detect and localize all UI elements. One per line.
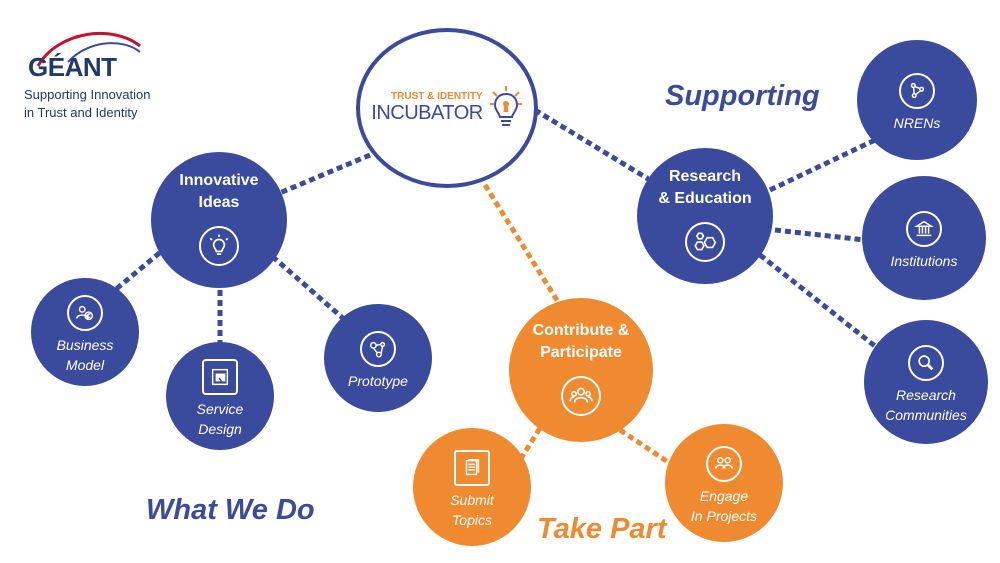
- research-education-label: Research & Education: [658, 168, 752, 207]
- incubator-line1: TRUST & IDENTITY: [391, 91, 483, 102]
- service-design-label: Service Design: [196, 401, 244, 437]
- logo-tagline: Supporting Innovation in Trust and Ident…: [24, 87, 151, 120]
- institutions-label: Institutions: [890, 253, 958, 269]
- nrens-node[interactable]: NRENs: [857, 40, 977, 160]
- design-icon: [202, 359, 238, 395]
- incubator-line2: INCUBATOR: [371, 102, 483, 124]
- submit-topics-label: Submit Topics: [450, 492, 494, 528]
- business-model-label: Business Model: [56, 337, 114, 373]
- link-center-research: [533, 107, 652, 183]
- link-contribute-submit: [517, 418, 548, 462]
- link-research-institutions: [774, 227, 866, 243]
- group-icon: [561, 376, 601, 416]
- prototype-label: Prototype: [348, 373, 408, 389]
- research-communities-label: Research Communities: [885, 387, 967, 423]
- research-education-node[interactable]: Research & Education: [637, 148, 773, 284]
- magnifier-icon: [908, 345, 944, 381]
- link-center-contribute: [482, 183, 563, 307]
- lightbulb-keyhole-icon: [489, 86, 522, 126]
- institution-icon: [906, 211, 942, 247]
- hexagons-icon: [685, 222, 725, 262]
- geant-logo-swoosh: [36, 32, 141, 67]
- link-research-communities: [758, 253, 882, 352]
- what-we-do-heading: What We Do: [146, 494, 315, 526]
- research-communities-node[interactable]: Research Communities: [864, 320, 988, 444]
- engage-projects-label: Engage In Projects: [690, 488, 758, 524]
- link-research-nrens: [768, 137, 877, 193]
- nrens-label: NRENs: [893, 115, 941, 131]
- link-center-ideas: [274, 152, 371, 198]
- document-icon: [454, 450, 490, 486]
- innovative-ideas-label: Innovative Ideas: [179, 172, 259, 211]
- supporting-heading: Supporting: [665, 80, 820, 112]
- people-icon: [706, 446, 742, 482]
- prototype-node[interactable]: Prototype: [324, 304, 432, 412]
- geant-logo-text: GÉANT: [28, 52, 117, 82]
- contribute-participate-label: Contribute & Participate: [532, 322, 630, 361]
- lightbulb-icon: [199, 226, 239, 266]
- service-design-node[interactable]: Service Design: [166, 342, 274, 450]
- take-part-heading: Take Part: [537, 513, 667, 545]
- people-euro-icon: [67, 295, 103, 331]
- engage-projects-node[interactable]: Engage In Projects: [665, 424, 783, 542]
- prototype-icon: [360, 331, 396, 367]
- institutions-node[interactable]: Institutions: [862, 176, 986, 300]
- business-model-node[interactable]: Business Model: [31, 278, 139, 386]
- link-ideas-prototype: [263, 248, 347, 322]
- contribute-participate-node[interactable]: Contribute & Participate: [509, 298, 653, 442]
- innovative-ideas-node[interactable]: Innovative Ideas: [151, 152, 287, 288]
- submit-topics-node[interactable]: Submit Topics: [413, 428, 531, 546]
- network-icon: [899, 73, 935, 109]
- geant-logo: GÉANT: [28, 26, 148, 82]
- incubator-node[interactable]: TRUST & IDENTITY INCUBATOR: [356, 28, 538, 188]
